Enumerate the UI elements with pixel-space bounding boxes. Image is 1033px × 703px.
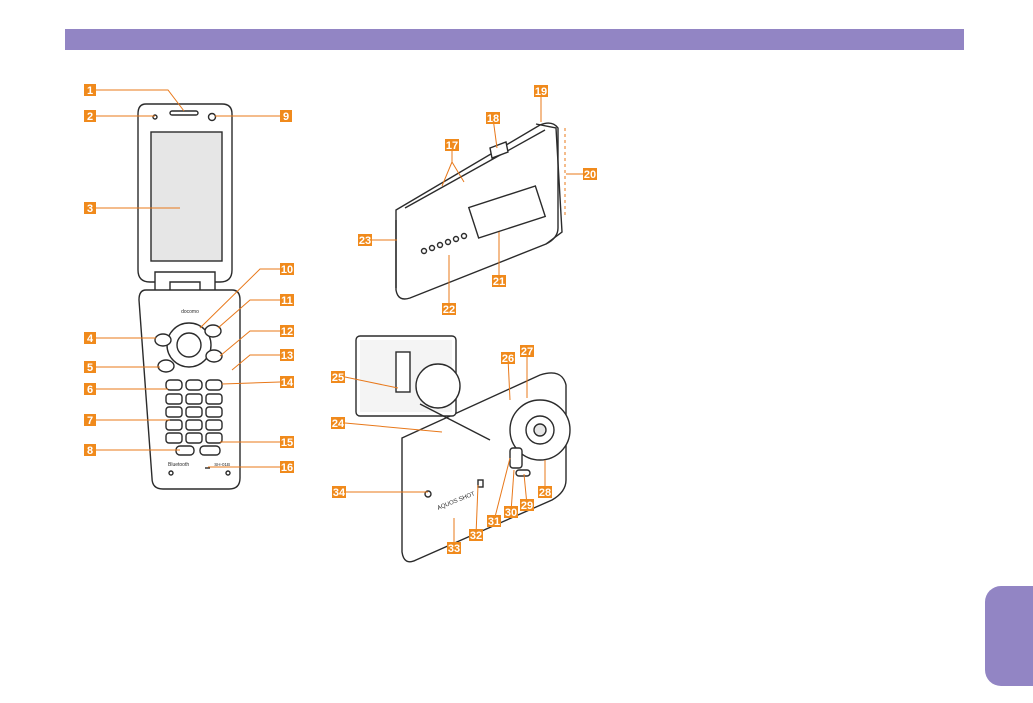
mute-key: [186, 380, 202, 390]
svg-text:27: 27: [521, 346, 533, 358]
callout-30: 30: [504, 506, 518, 519]
callout-14: 14: [280, 376, 294, 389]
svg-text:22: 22: [443, 304, 455, 316]
svg-text:8: 8: [87, 445, 93, 457]
svg-text:15: 15: [281, 437, 293, 449]
camera-key: [205, 325, 221, 337]
callout-23: 23: [358, 234, 372, 247]
open-phone-illustration: docomo Bluetooth SH-01B: [138, 104, 240, 489]
front-camera-lens: [209, 114, 216, 121]
callout-32: 32: [469, 529, 483, 542]
power-end-key: [206, 380, 222, 390]
clear-key: [158, 360, 174, 372]
svg-text:1: 1: [87, 85, 93, 97]
svg-text:10: 10: [281, 264, 293, 276]
callout-5: 5: [84, 361, 96, 374]
svg-text:4: 4: [87, 333, 94, 345]
ir-port: [478, 480, 483, 487]
back-camera-center: [534, 424, 546, 436]
bluetooth-label: Bluetooth: [168, 462, 189, 468]
svg-text:31: 31: [488, 516, 500, 528]
map-key: [200, 446, 220, 455]
callout-15: 15: [280, 436, 294, 449]
callout-1: 1: [84, 84, 96, 97]
callout-2: 2: [84, 110, 96, 123]
model-label: SH-01B: [214, 462, 230, 467]
callout-27: 27: [520, 345, 534, 358]
svg-text:19: 19: [535, 86, 547, 98]
callout-7: 7: [84, 414, 96, 427]
open-top-brand-label: docomo: [181, 309, 199, 315]
callout-33: 33: [447, 542, 461, 555]
svg-text:34: 34: [333, 487, 346, 499]
callout-6: 6: [84, 383, 96, 396]
callout-21: 21: [492, 275, 506, 288]
mobile-light: [510, 448, 522, 468]
inset-camera-detail: [416, 364, 460, 408]
screw-right: [226, 471, 230, 475]
svg-text:21: 21: [493, 276, 505, 288]
svg-text:6: 6: [87, 384, 93, 396]
svg-text:2: 2: [87, 111, 93, 123]
svg-text:17: 17: [446, 140, 458, 152]
display-screen: [151, 132, 222, 261]
svg-text:29: 29: [521, 500, 533, 512]
svg-text:24: 24: [332, 418, 345, 430]
closed-phone-top-illustration: [396, 123, 562, 299]
svg-text:5: 5: [87, 362, 93, 374]
svg-text:32: 32: [470, 530, 482, 542]
svg-text:28: 28: [539, 487, 551, 499]
callout-19: 19: [534, 85, 548, 98]
svg-text:26: 26: [502, 353, 514, 365]
callout-9: 9: [280, 110, 292, 123]
callout-18: 18: [486, 112, 500, 125]
svg-text:18: 18: [487, 113, 499, 125]
callout-10: 10: [280, 263, 294, 276]
callout-26: 26: [501, 352, 515, 365]
callout-11: 11: [280, 294, 294, 307]
callout-28: 28: [538, 486, 552, 499]
callout-29: 29: [520, 499, 534, 512]
start-key: [166, 380, 182, 390]
earpiece-slot: [170, 111, 198, 115]
callout-24: 24: [331, 417, 345, 430]
callout-22: 22: [442, 303, 456, 316]
camera-switch: [516, 470, 530, 476]
callout-31: 31: [487, 515, 501, 528]
svg-text:16: 16: [281, 462, 293, 474]
center-key: [177, 333, 201, 357]
mail-key: [155, 334, 171, 346]
callout-4: 4: [84, 332, 96, 345]
callout-13: 13: [280, 349, 294, 362]
svg-text:9: 9: [283, 111, 289, 123]
svg-text:23: 23: [359, 235, 371, 247]
microsd-slot: [396, 352, 410, 392]
svg-text:25: 25: [332, 372, 344, 384]
callout-34: 34: [332, 486, 346, 499]
svg-text:30: 30: [505, 507, 517, 519]
i-mode-key: [206, 350, 222, 362]
callout-16: 16: [280, 461, 294, 474]
svg-text:11: 11: [281, 295, 293, 307]
callout-20: 20: [583, 168, 597, 181]
callout-8: 8: [84, 444, 96, 457]
callout-25: 25: [331, 371, 345, 384]
svg-text:12: 12: [281, 326, 293, 338]
callout-17: 17: [445, 139, 459, 152]
svg-text:3: 3: [87, 203, 93, 215]
callout-12: 12: [280, 325, 294, 338]
svg-text:13: 13: [281, 350, 293, 362]
svg-text:14: 14: [281, 377, 294, 389]
screw-left: [169, 471, 173, 475]
svg-text:33: 33: [448, 543, 460, 555]
svg-text:20: 20: [584, 169, 596, 181]
svg-text:7: 7: [87, 415, 93, 427]
callout-3: 3: [84, 202, 96, 215]
